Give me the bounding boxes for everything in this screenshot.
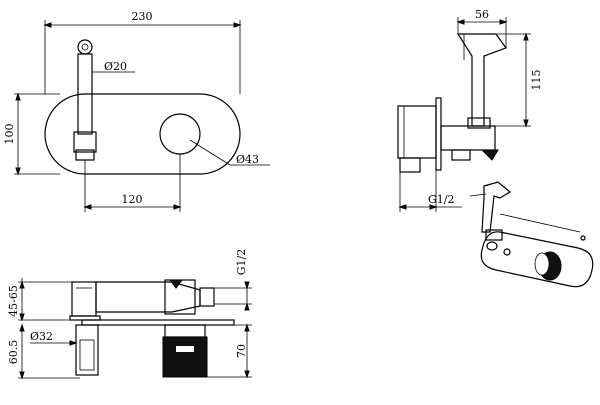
spout-stem	[75, 324, 99, 376]
spray-head	[456, 33, 507, 127]
front-view: 230 100 Ø20 Ø43 120	[3, 10, 270, 212]
iso-spray-head	[481, 181, 512, 233]
side-view: 56 115 G1/2	[397, 8, 543, 212]
dim-spout-diameter: Ø20	[104, 60, 127, 73]
spout-top-circle	[77, 39, 93, 55]
dim-width: 230	[132, 10, 153, 23]
dim-side-thread: G1/2	[428, 193, 455, 206]
bottom-plate	[81, 319, 235, 326]
isometric-view	[469, 181, 594, 288]
spout-arm	[77, 53, 93, 135]
handle-circle	[159, 113, 201, 155]
wall-plate	[435, 97, 442, 171]
spout-housing	[71, 281, 97, 317]
dim-depth-total: 60.5	[7, 340, 20, 365]
iso-faceplate	[480, 231, 594, 288]
mixer-body	[440, 125, 496, 151]
dim-handle-diameter: Ø43	[236, 153, 259, 166]
body-pipe	[95, 281, 201, 313]
dim-bottom-thread: G1/2	[235, 249, 248, 276]
dim-head-width: 56	[475, 8, 489, 21]
handle-housing	[164, 279, 196, 315]
spout-base	[73, 131, 97, 153]
dim-center-distance: 120	[122, 193, 143, 206]
dim-depth-range: 45-65	[7, 285, 20, 317]
handle-knob	[162, 336, 208, 378]
dim-pipe-diameter: Ø32	[30, 330, 53, 343]
dim-head-height: 115	[530, 70, 543, 91]
faceplate-outline	[44, 93, 241, 175]
bottom-view: 45-65 60.5 Ø32 G1/2 70	[7, 249, 252, 380]
dim-body-height: 70	[235, 344, 248, 358]
dim-height: 100	[3, 124, 16, 145]
